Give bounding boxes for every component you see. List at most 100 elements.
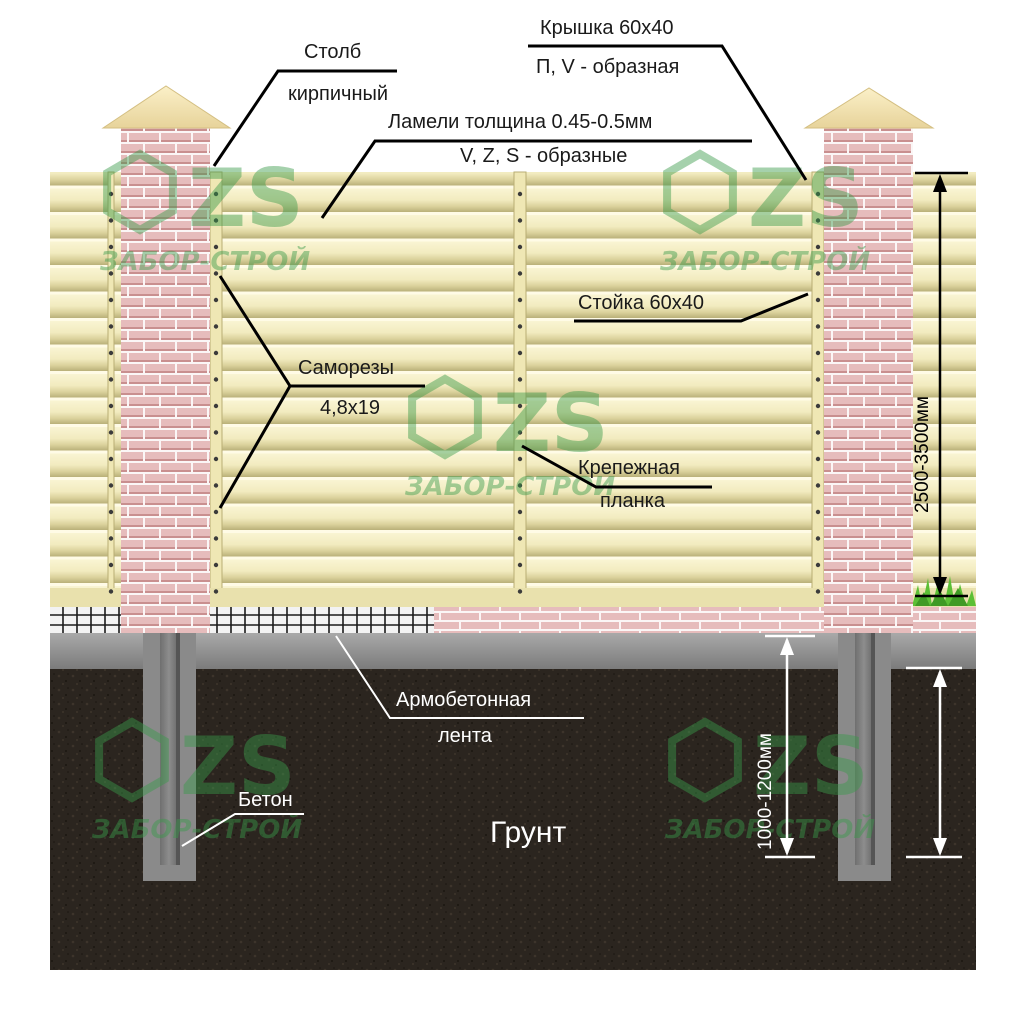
screw xyxy=(517,191,523,197)
svg-text:ZS: ZS xyxy=(180,720,296,813)
screw xyxy=(108,589,114,594)
cap-label-line2: П, V - образная xyxy=(536,56,680,78)
svg-text:ЗАБОР-СТРОЙ: ЗАБОР-СТРОЙ xyxy=(659,245,870,277)
slats-label-line1: Ламели толщина 0.45-0.5мм xyxy=(388,111,653,133)
screw xyxy=(108,509,114,515)
screw xyxy=(815,271,821,276)
height-dimension xyxy=(915,171,968,598)
screw xyxy=(815,536,821,541)
screw xyxy=(815,403,821,409)
fence-height-label: 2500-3500мм xyxy=(912,396,933,513)
screw xyxy=(213,218,219,223)
screw xyxy=(815,350,821,356)
pile-right xyxy=(838,633,891,881)
screw xyxy=(108,324,114,329)
screw xyxy=(517,403,523,409)
screw xyxy=(108,403,114,409)
leader-lines xyxy=(212,44,809,509)
screw xyxy=(213,271,219,276)
screw xyxy=(213,191,219,197)
strip-label-line1: Армобетонная xyxy=(396,689,532,711)
screw xyxy=(108,271,114,276)
screw xyxy=(517,271,523,276)
screw xyxy=(213,377,219,382)
screw xyxy=(108,350,114,356)
screw xyxy=(108,536,114,541)
screw xyxy=(213,456,219,462)
screws-label-line1: Саморезы xyxy=(298,357,395,379)
screw xyxy=(815,297,821,303)
screws xyxy=(108,191,821,594)
screw xyxy=(108,297,114,303)
screw xyxy=(213,403,219,409)
screw xyxy=(213,350,219,356)
screw xyxy=(815,244,821,250)
screw xyxy=(815,218,821,223)
svg-text:ZS: ZS xyxy=(748,152,864,245)
screw xyxy=(108,430,114,435)
leader-lines-white xyxy=(181,635,584,847)
svg-text:ЗАБОР-СТРОЙ: ЗАБОР-СТРОЙ xyxy=(99,245,310,277)
screw xyxy=(815,456,821,462)
screw xyxy=(108,191,114,197)
screws-label-line2: 4,8х19 xyxy=(320,397,381,419)
screw xyxy=(108,244,114,250)
screw xyxy=(815,430,821,435)
screw xyxy=(213,297,219,303)
screw xyxy=(108,456,114,462)
screw xyxy=(517,483,523,488)
slats-label-line2: V, Z, S - образные xyxy=(460,145,628,167)
screw xyxy=(815,589,821,594)
concrete-label: Бетон xyxy=(238,789,293,811)
svg-text:ЗАБОР-СТРОЙ: ЗАБОР-СТРОЙ xyxy=(404,470,615,502)
screw xyxy=(517,244,523,250)
screw xyxy=(213,430,219,435)
svg-text:ZS: ZS xyxy=(753,720,869,813)
screw xyxy=(108,483,114,488)
bracket-label-line2: планка xyxy=(600,490,665,512)
screw xyxy=(517,509,523,515)
cap-label-line1: Крышка 60х40 xyxy=(540,17,674,39)
bracket-label-line1: Крепежная xyxy=(578,457,681,479)
screw xyxy=(815,191,821,197)
screw xyxy=(517,218,523,223)
screw xyxy=(213,562,219,568)
brick-pillar-right xyxy=(803,87,935,633)
screw xyxy=(213,483,219,488)
pile-left xyxy=(143,633,196,881)
svg-text:ZS: ZS xyxy=(188,152,304,245)
screw xyxy=(517,430,523,435)
screw xyxy=(213,589,219,594)
watermarks: ZSЗАБОР-СТРОЙZSЗАБОР-СТРОЙZSЗАБОР-СТРОЙZ… xyxy=(91,149,875,845)
strip-label-line2: лента xyxy=(438,725,492,747)
screw xyxy=(108,377,114,382)
screw xyxy=(517,297,523,303)
screw xyxy=(815,377,821,382)
pillar-label-line1: Столб xyxy=(304,41,362,63)
depth-dimension xyxy=(765,634,962,859)
screw xyxy=(517,456,523,462)
screw xyxy=(517,562,523,568)
screw xyxy=(517,350,523,356)
svg-text:ЗАБОР-СТРОЙ: ЗАБОР-СТРОЙ xyxy=(91,813,302,845)
reinforced-concrete-strip xyxy=(50,633,976,669)
screw xyxy=(213,536,219,541)
screw xyxy=(213,324,219,329)
screw xyxy=(517,324,523,329)
screw xyxy=(517,536,523,541)
screw xyxy=(108,218,114,223)
screw xyxy=(108,562,114,568)
screw xyxy=(213,244,219,250)
screw xyxy=(815,483,821,488)
svg-text:ZS: ZS xyxy=(493,377,609,470)
screw xyxy=(815,324,821,329)
soil-label: Грунт xyxy=(490,816,567,849)
svg-text:ЗАБОР-СТРОЙ: ЗАБОР-СТРОЙ xyxy=(664,813,875,845)
pillar-label-line2: кирпичный xyxy=(288,83,389,105)
